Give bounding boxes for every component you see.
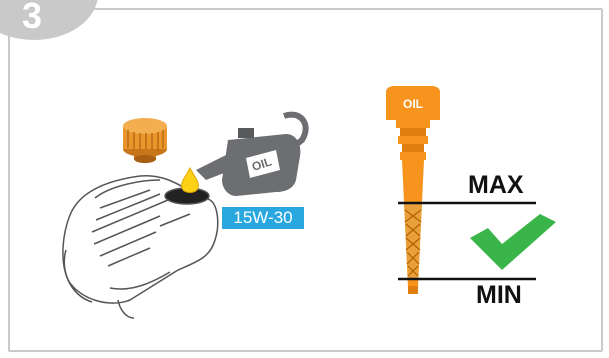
dipstick-label: OIL [403,97,423,111]
oil-filler-cap-icon [123,118,167,163]
dipstick-icon [386,86,440,294]
check-mark-icon [470,214,556,270]
oil-drop-icon [182,168,199,193]
oil-grade-badge: 15W-30 [222,207,304,229]
min-label: MIN [476,282,522,308]
max-label: MAX [468,172,524,198]
oil-can-icon [196,115,306,196]
